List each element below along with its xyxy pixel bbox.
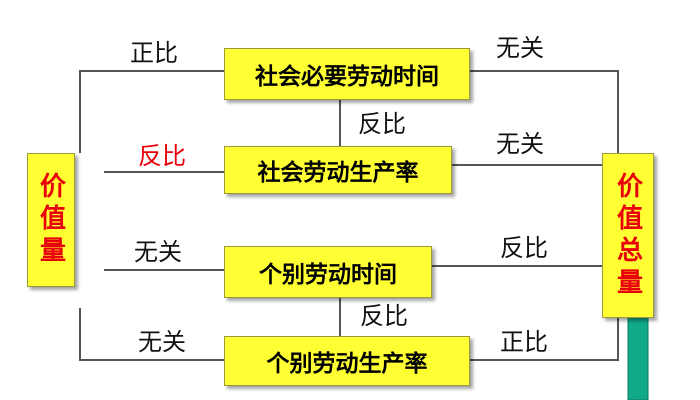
total-value-box: 价值总量 [602, 153, 654, 318]
total-value-label: 价值总量 [612, 171, 643, 300]
social-productivity-box: 社会劳动生产率 [224, 146, 452, 194]
individual-productivity-label: 个别劳动生产率 [266, 351, 428, 377]
relation-label-left-individual-productivity: 无关 [138, 328, 186, 356]
relation-label-social-time-productivity: 反比 [358, 110, 406, 138]
relation-label-left-social-productivity: 反比 [138, 142, 186, 170]
relation-label-right-individual-time: 反比 [500, 234, 548, 262]
individual-productivity-box: 个别劳动生产率 [224, 336, 470, 386]
individual-labor-time-box: 个别劳动时间 [224, 246, 432, 298]
relation-label-right-social-productivity: 无关 [496, 130, 544, 158]
relation-label-left-social-time: 正比 [130, 39, 178, 67]
line-right-bottom [470, 318, 619, 361]
line-left-bottom [79, 308, 224, 361]
teal-bar [627, 311, 649, 400]
relation-label-right-social-time: 无关 [496, 34, 544, 62]
individual-labor-time-label: 个别劳动时间 [259, 262, 397, 288]
relation-label-left-individual-time: 无关 [134, 238, 182, 266]
line-right-top [470, 70, 619, 153]
line-left-top [79, 70, 224, 153]
social-labor-time-box: 社会必要劳动时间 [224, 48, 470, 100]
social-labor-time-label: 社会必要劳动时间 [255, 64, 439, 90]
relation-label-right-individual-productivity: 正比 [500, 328, 548, 356]
social-productivity-label: 社会劳动生产率 [257, 160, 419, 186]
value-quantity-box: 价值量 [27, 153, 75, 287]
relation-label-individual-time-productivity: 反比 [360, 302, 408, 330]
value-quantity-label: 价值量 [35, 172, 66, 268]
